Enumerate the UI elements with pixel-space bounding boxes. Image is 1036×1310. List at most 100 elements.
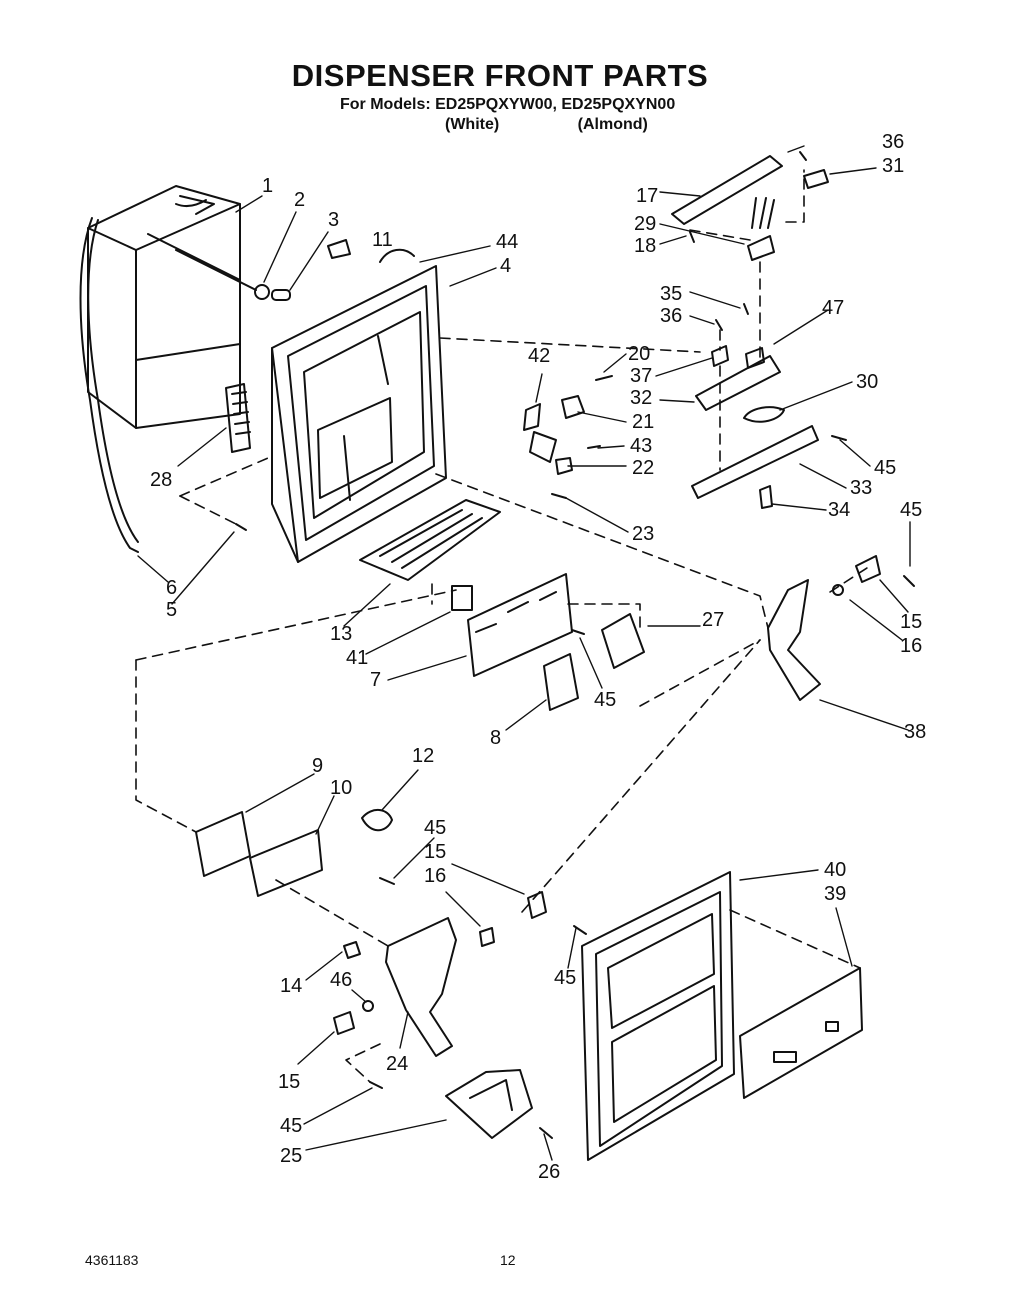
part-7-detail bbox=[475, 591, 557, 633]
callout-38: 38 bbox=[904, 721, 926, 743]
part-42-lever bbox=[523, 403, 541, 431]
callout-32: 32 bbox=[630, 387, 652, 409]
callout-4: 4 bbox=[500, 255, 511, 277]
model-colors: (White) (Almond) bbox=[445, 116, 648, 134]
part-37-block bbox=[711, 345, 729, 367]
part-39-trim-plate bbox=[739, 967, 863, 1099]
callout-labels: 1 2 3 11 44 4 36 31 17 29 18 35 36 47 20… bbox=[150, 131, 926, 1183]
part-25-detail bbox=[469, 1079, 513, 1111]
part-1-ice-bucket bbox=[87, 185, 241, 429]
callout-24: 24 bbox=[386, 1053, 408, 1075]
part-31-clip bbox=[803, 169, 829, 189]
part-32-bracket bbox=[695, 355, 781, 411]
part-10-light-housing bbox=[249, 829, 323, 897]
callout-28: 28 bbox=[150, 469, 172, 491]
leader-lines bbox=[137, 145, 911, 1161]
part-15-clip-upper bbox=[855, 555, 881, 583]
part-7-bracket bbox=[467, 573, 573, 677]
callout-2: 2 bbox=[294, 189, 305, 211]
callout-34: 34 bbox=[828, 499, 850, 521]
callout-12: 12 bbox=[412, 745, 434, 767]
callout-45-f: 45 bbox=[280, 1115, 302, 1137]
part-18-screw bbox=[689, 231, 695, 243]
part-29-wires bbox=[751, 197, 775, 229]
callout-45-e: 45 bbox=[554, 967, 576, 989]
part-41-pad bbox=[451, 585, 473, 611]
callout-16-lower: 16 bbox=[424, 865, 446, 887]
part-3-bushing bbox=[271, 289, 291, 301]
callout-8: 8 bbox=[490, 727, 501, 749]
assembly-guide-lines bbox=[135, 169, 871, 1083]
part-15-clip-lower bbox=[333, 1011, 355, 1035]
part-38-arm bbox=[767, 579, 821, 701]
callout-45-c: 45 bbox=[594, 689, 616, 711]
color-white-label: (White) bbox=[445, 116, 500, 133]
callout-25: 25 bbox=[280, 1145, 302, 1167]
callout-10: 10 bbox=[330, 777, 352, 799]
callout-37: 37 bbox=[630, 365, 652, 387]
callout-36-top: 36 bbox=[882, 131, 904, 153]
callout-27: 27 bbox=[702, 609, 724, 631]
part-40-panel-inner bbox=[595, 891, 723, 1147]
part-16-spring-lower bbox=[479, 927, 495, 947]
part-45-screw-a bbox=[831, 435, 847, 441]
callout-3: 3 bbox=[328, 209, 339, 231]
callout-30: 30 bbox=[856, 371, 878, 393]
part-26-screw bbox=[539, 1127, 553, 1139]
part-45-screw-c bbox=[571, 629, 585, 635]
color-almond-label: (Almond) bbox=[577, 116, 648, 133]
callout-11: 11 bbox=[372, 229, 393, 251]
part-9-light-cover bbox=[195, 811, 251, 877]
part-47-block bbox=[745, 347, 765, 369]
callout-20: 20 bbox=[628, 343, 650, 365]
part-45-screw-b bbox=[903, 575, 915, 587]
callout-17: 17 bbox=[636, 185, 658, 207]
part-5-screw bbox=[235, 523, 247, 531]
callout-42: 42 bbox=[528, 345, 550, 367]
part-23-screw bbox=[551, 493, 567, 499]
part-17-channel bbox=[671, 155, 783, 225]
callout-43: 43 bbox=[630, 435, 652, 457]
callout-39: 39 bbox=[824, 883, 846, 905]
document-number: 4361183 bbox=[85, 1252, 139, 1268]
callout-47: 47 bbox=[822, 297, 844, 319]
part-39-slot-small bbox=[825, 1021, 839, 1032]
callout-41: 41 bbox=[346, 647, 368, 669]
part-6-tube-inner bbox=[87, 219, 139, 543]
part-29-switch bbox=[747, 235, 775, 261]
part-8-cover bbox=[543, 653, 579, 711]
callout-29: 29 bbox=[634, 213, 656, 235]
part-22-paddle bbox=[529, 431, 557, 463]
part-28-filter bbox=[225, 383, 251, 453]
callout-45-d: 45 bbox=[424, 817, 446, 839]
callout-31: 31 bbox=[882, 155, 904, 177]
callout-26: 26 bbox=[538, 1161, 560, 1183]
part-36-screw-top bbox=[799, 151, 807, 161]
callout-33: 33 bbox=[850, 477, 872, 499]
callout-15-middle: 15 bbox=[424, 841, 446, 863]
callout-7: 7 bbox=[370, 669, 381, 691]
part-25-bracket bbox=[445, 1069, 533, 1139]
part-11-cap bbox=[327, 239, 351, 259]
page-title: DISPENSER FRONT PARTS bbox=[291, 58, 709, 93]
part-43-screw bbox=[587, 445, 601, 449]
callout-5: 5 bbox=[166, 599, 177, 621]
part-39-slot bbox=[773, 1051, 797, 1063]
part-13-grille bbox=[359, 499, 501, 581]
part-35-screw bbox=[743, 303, 749, 315]
part-12-bulb bbox=[361, 809, 393, 832]
part-14-pin bbox=[343, 941, 361, 959]
part-4-dispenser-frame bbox=[271, 248, 447, 563]
callout-1: 1 bbox=[262, 175, 273, 197]
callout-21: 21 bbox=[632, 411, 654, 433]
callout-36-mid: 36 bbox=[660, 305, 682, 327]
part-1-rod bbox=[175, 249, 257, 291]
part-40-front-panel bbox=[581, 871, 735, 1161]
callout-45-a: 45 bbox=[874, 457, 896, 479]
callout-16-upper: 16 bbox=[900, 635, 922, 657]
page-number: 12 bbox=[500, 1252, 516, 1268]
part-36-screw-mid bbox=[715, 319, 723, 331]
part-30-disc bbox=[743, 406, 785, 423]
part-6-tube bbox=[79, 217, 139, 553]
